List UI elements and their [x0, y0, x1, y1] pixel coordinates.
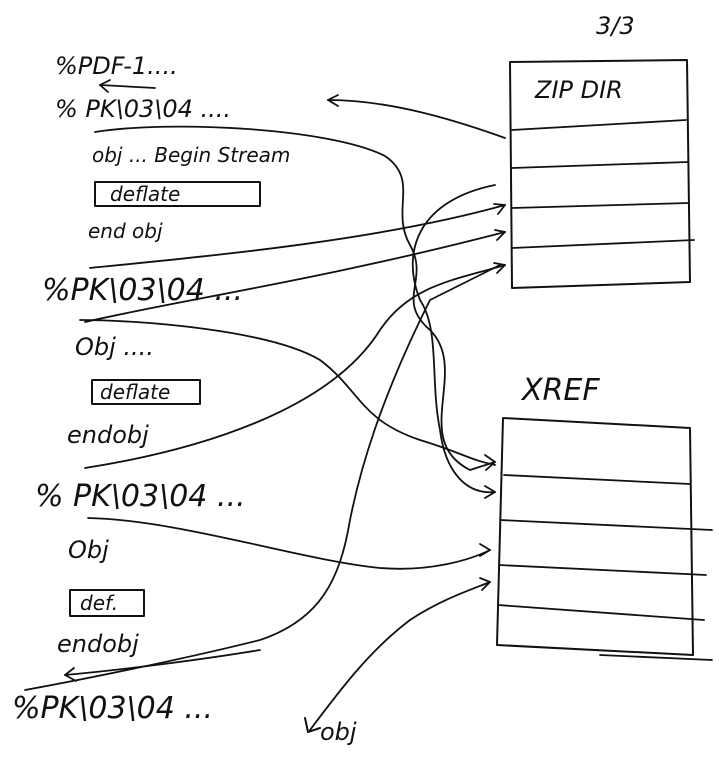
obj-line-4: obj [320, 718, 357, 746]
zip-dir-label: ZIP DIR [534, 76, 623, 104]
deflate-label-2: deflate [100, 380, 170, 404]
pk-header-line-3: % PK\03\04 ... [35, 479, 246, 514]
deflate-box-3 [69, 589, 145, 617]
pk-header-line-2: %PK\03\04 ... [42, 273, 243, 308]
obj-begin-stream-line: obj ... Begin Stream [92, 143, 290, 167]
deflate-label-1: deflate [110, 182, 180, 206]
xref-table: XREF [496, 373, 713, 661]
end-obj-line-3: endobj [57, 630, 139, 658]
pk-header-line-4: %PK\03\04 ... [12, 691, 213, 726]
page-number: 3/3 [596, 12, 635, 40]
obj-line-2: Obj .... [75, 333, 154, 361]
pdf-header-line: %PDF-1.... [55, 52, 178, 80]
deflate-box-2 [91, 379, 201, 405]
xref-label: XREF [520, 373, 600, 408]
zip-dir-table: ZIP DIR [509, 59, 695, 289]
deflate-box-1 [94, 181, 261, 207]
obj-line-3: Obj [68, 536, 109, 564]
end-obj-line-1: end obj [88, 219, 163, 243]
pk-header-line-1: % PK\03\04 .... [55, 95, 231, 123]
deflate-label-3: def. [80, 591, 118, 615]
connector-arrows [24, 79, 506, 733]
end-obj-line-2: endobj [67, 421, 149, 449]
